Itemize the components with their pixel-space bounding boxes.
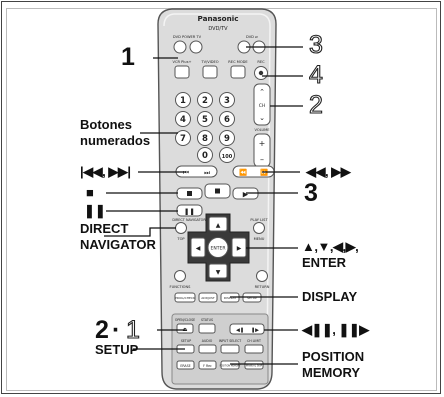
direct-label-line1: DIRECT — [80, 221, 128, 236]
frame-forward-icon[interactable]: ❚▶ — [251, 328, 259, 334]
status-label: STATUS — [201, 318, 213, 322]
addjust-label: ADDJUST — [201, 296, 215, 300]
dvd-power-label: DVD POWER TV — [173, 35, 202, 39]
open-close-label: OPEN/CLOSE — [175, 318, 195, 322]
functions-label: FUNCTIONS — [170, 285, 192, 289]
audio-button[interactable] — [199, 345, 216, 353]
input-select-button[interactable] — [221, 345, 239, 353]
step-1-label: 1 — [121, 45, 135, 70]
left-arrow-icon: ◀ — [196, 245, 201, 252]
tv-video-label: TV/VIDEO — [200, 60, 218, 64]
pause-label: ❚❚ — [84, 203, 106, 218]
step-3-bold-label: 3 — [304, 181, 318, 206]
step-2-separator: · — [112, 318, 120, 343]
skip-label: |◀◀, ▶▶| — [80, 164, 131, 179]
direct-label-line2: NAVIGATOR — [80, 237, 156, 252]
arrows-label-line1: ▲,▼,◀,▶, — [302, 239, 358, 254]
channel-label: CH — [259, 103, 266, 109]
return-button[interactable] — [257, 271, 268, 282]
number-key-label: 7 — [180, 134, 186, 144]
setup-callout-label: SETUP — [95, 342, 138, 357]
step-3-outline-label: 3 — [309, 33, 323, 58]
enter-label: ENTER — [211, 246, 226, 252]
volume-up-icon: + — [259, 139, 266, 148]
number-key-label: 2 — [202, 96, 208, 106]
erase-label: ERASE — [180, 364, 190, 368]
number-key-label: 6 — [224, 115, 230, 125]
ch-limit-button[interactable] — [245, 345, 263, 353]
up-arrow-icon: ▲ — [216, 222, 221, 229]
play-icon: ▶ — [243, 191, 249, 199]
arrows-label-line2: ENTER — [302, 255, 346, 270]
number-key-label: 4 — [180, 115, 186, 125]
position-label-line2: MEMORY — [302, 365, 360, 380]
brand-logo: Panasonic — [198, 14, 239, 23]
step-2-bold-label: 2 — [95, 318, 109, 343]
manual-skip-label: MANUAL SKIP — [246, 365, 263, 368]
step-4-outline-label: 4 — [309, 63, 323, 88]
number-key-label: 1 — [180, 96, 186, 106]
play-stop-icon — [215, 189, 220, 194]
vcr-plus-button[interactable] — [175, 66, 189, 78]
tv-video-button[interactable] — [203, 66, 217, 78]
vcr-plus-label: VCR Plus+ — [173, 60, 192, 64]
rec-mode-button[interactable] — [231, 66, 245, 78]
channel-down-icon: ⌄ — [259, 114, 265, 122]
frame-back-icon[interactable]: ◀❚ — [236, 328, 244, 334]
down-arrow-icon: ▼ — [216, 269, 221, 276]
frame-label: ◀❚❚, ❚❚▶ — [302, 322, 369, 337]
play-list-button[interactable] — [254, 223, 265, 234]
volume-down-icon: – — [260, 155, 264, 164]
step-2-outline-label: 2 — [309, 93, 323, 118]
skip-forward-icon[interactable]: ⏭ — [204, 169, 210, 177]
step-1-outline-label: 1 — [126, 318, 140, 343]
position-memory-btn-label: POSITION MEMORY — [220, 365, 241, 368]
dvd-power-button[interactable] — [174, 41, 186, 53]
display-label: DISPLAY — [302, 289, 357, 304]
menu-label: MENU — [254, 237, 265, 241]
pause-icon: ❚❚ — [184, 208, 195, 216]
top-label: TOP — [176, 237, 185, 241]
number-key-label: 100 — [222, 154, 233, 160]
play-list-label: PLAY LIST — [250, 218, 268, 222]
stop-icon — [187, 191, 192, 196]
number-key-label: 8 — [202, 134, 208, 144]
dvd-input-label: DVD ⏯ — [246, 35, 258, 39]
stop-label: ■ — [86, 185, 94, 200]
return-label: RETURN — [255, 285, 270, 289]
volume-label: VOLUME — [254, 128, 270, 132]
setup-label: SETUP — [181, 339, 191, 343]
f-rec-label: F Rec — [203, 364, 212, 368]
right-arrow-icon: ▶ — [237, 245, 242, 252]
rec-mode-label: REC MODE — [228, 60, 248, 64]
number-key-label: 5 — [202, 115, 208, 125]
number-key-label: 9 — [224, 134, 230, 144]
rec-label: REC — [257, 60, 265, 64]
rec-dot-icon — [259, 71, 263, 75]
model-label: DVD/TV — [208, 26, 228, 32]
search-label: ◀◀, ▶▶ — [306, 164, 350, 179]
audio-label: AUDIO — [202, 339, 213, 343]
direct-navigator-button[interactable] — [176, 223, 187, 234]
number-key-label: 3 — [224, 96, 230, 106]
tv-power-button[interactable] — [190, 41, 202, 53]
channel-up-icon: ⌃ — [259, 88, 265, 96]
botones-label-line2: numerados — [80, 133, 150, 148]
botones-label-line1: Botones — [80, 117, 132, 132]
ch-limit-label: CH LIMIT — [247, 339, 261, 343]
search-back-icon[interactable]: ⏪ — [239, 169, 247, 177]
status-button[interactable] — [199, 324, 215, 333]
functions-button[interactable] — [175, 271, 186, 282]
direct-navigator-label: DIRECT NAVIGATOR — [172, 218, 206, 222]
input-select-label: INPUT SELECT — [219, 339, 242, 343]
prog-check-label: PROG/CHECK — [175, 296, 196, 300]
position-label-line1: POSITION — [302, 349, 364, 364]
number-key-label: 0 — [202, 151, 208, 161]
